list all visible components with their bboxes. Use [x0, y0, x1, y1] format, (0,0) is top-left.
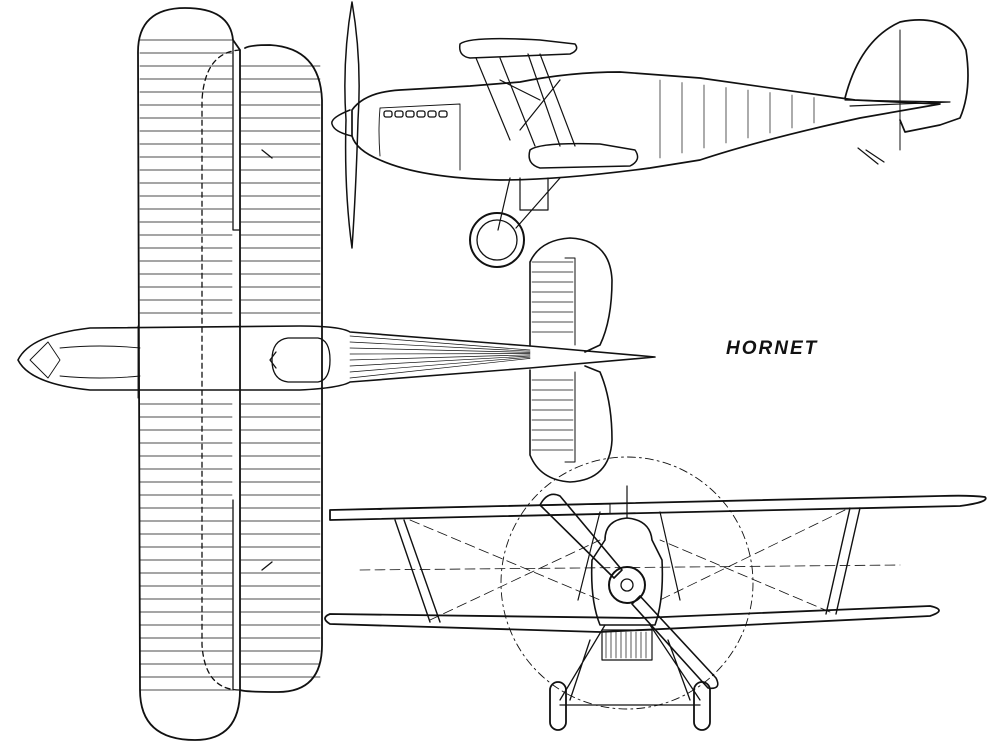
fuselage-stringer-line [349, 356, 531, 373]
plan-fuselage-centerline [59, 325, 141, 399]
exhaust-stub [394, 110, 404, 118]
front-undercarriage [559, 624, 701, 706]
fuselage-stringer-line [349, 347, 531, 353]
front-wheel-left [549, 681, 567, 731]
side-exhaust-stubs [383, 110, 448, 118]
side-propeller [344, 1, 360, 249]
front-spinner [608, 566, 646, 604]
plan-lower-wing-hidden [201, 49, 241, 691]
plan-fuselage [17, 325, 656, 391]
front-upper-wing-left [329, 503, 611, 521]
plan-view [17, 7, 656, 741]
front-radiator-grille [605, 631, 647, 659]
fuselage-stringer-line [349, 335, 531, 351]
side-fuselage-panels [659, 79, 815, 159]
front-upper-wing [329, 494, 987, 521]
side-wheel-hub [476, 219, 518, 261]
aircraft-name-label: HORNET [726, 338, 819, 359]
side-cowl-line [378, 103, 461, 171]
front-cabane-struts [577, 511, 681, 601]
front-bracing-wires [359, 509, 901, 621]
side-undercarriage [497, 177, 561, 231]
fuselage-stringer-line [349, 354, 531, 361]
plan-wing-ribs [139, 39, 321, 691]
plan-elevator-hinge [564, 257, 576, 463]
fuselage-stringer-line [349, 341, 531, 352]
fuselage-stringer-line [349, 358, 531, 379]
plan-nose-cowl [29, 341, 61, 379]
front-wheel-right [693, 681, 711, 731]
exhaust-stub [427, 110, 437, 118]
front-interplane-struts [394, 507, 861, 623]
side-fuselage [351, 71, 941, 181]
side-struts [475, 53, 576, 147]
side-tailskid [857, 147, 885, 165]
exhaust-stub [405, 110, 415, 118]
exhaust-stub [416, 110, 426, 118]
fuselage-stringer-line [349, 355, 531, 367]
side-wheel [469, 212, 525, 268]
exhaust-stub [438, 110, 448, 118]
front-engine [590, 517, 664, 626]
side-spinner [331, 109, 353, 137]
side-upper-wing [458, 37, 578, 59]
exhaust-stub [383, 110, 393, 118]
side-tailplane [844, 99, 951, 107]
front-radiator [601, 629, 653, 661]
front-lower-wing [324, 605, 940, 633]
side-view [331, 1, 969, 268]
plan-fuselage-stringers [349, 335, 531, 379]
side-lower-wing [528, 142, 639, 169]
front-prop-disc [500, 456, 754, 710]
plan-aileron-lines [232, 39, 273, 691]
plan-tailplane [529, 237, 613, 483]
front-spinner-hub [620, 578, 634, 592]
front-view [324, 456, 987, 731]
front-prop-blade-lower [631, 595, 719, 690]
plan-lower-wing [239, 44, 323, 693]
side-fin-rudder [844, 19, 969, 133]
plan-tail-ribs [531, 261, 574, 451]
front-prop-blade-upper [539, 493, 623, 579]
plan-windscreen [269, 351, 277, 369]
plan-cockpit [271, 337, 331, 383]
